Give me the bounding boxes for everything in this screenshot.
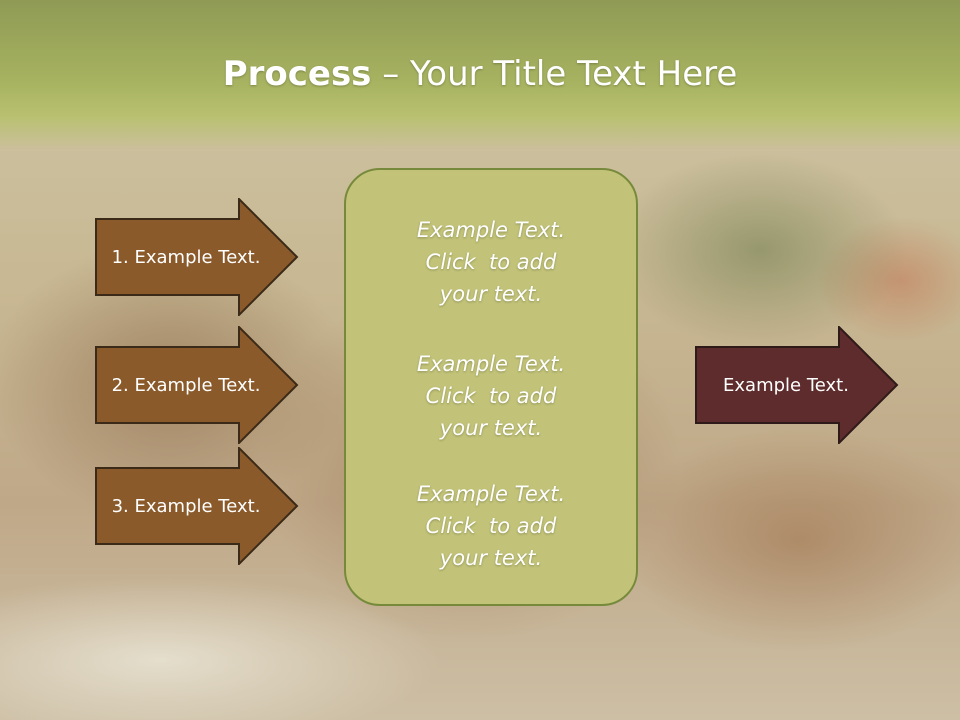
output-label: Example Text. [723,374,849,396]
arrow-shape-3 [95,447,299,565]
block-3-line-1: Example Text. [416,482,566,506]
text-block-2: Example Text. Click to add your text. [346,348,636,444]
arrow-shape-1 [95,198,299,316]
step-arrow-2: 2. Example Text. [95,326,299,444]
slide-title: Process – Your Title Text Here [0,52,960,96]
text-block-3: Example Text. Click to add your text. [346,478,636,574]
step-label-3: 3. Example Text. [111,495,261,517]
block-3-line-3: your text. [439,546,543,570]
step-arrow-3: 3. Example Text. [95,447,299,565]
block-1-line-1: Example Text. [416,218,566,242]
step-arrow-1: 1. Example Text. [95,198,299,316]
arrow-shape-2 [95,326,299,444]
center-text-box[interactable]: Example Text. Click to add your text. Ex… [344,168,638,606]
step-label-2: 2. Example Text. [111,374,261,396]
text-block-1: Example Text. Click to add your text. [346,214,636,310]
block-1-line-3: your text. [439,282,543,306]
block-2-line-1: Example Text. [416,352,566,376]
step-label-1: 1. Example Text. [111,246,261,268]
block-1-line-2: Click to add [425,250,557,274]
output-arrow: Example Text. [695,326,899,444]
output-arrow-shape [695,326,899,444]
title-band [0,0,960,150]
title-bold: Process [222,54,372,94]
title-rest: – Your Title Text Here [371,54,738,94]
block-3-line-2: Click to add [425,514,557,538]
block-2-line-3: your text. [439,416,543,440]
block-2-line-2: Click to add [425,384,557,408]
